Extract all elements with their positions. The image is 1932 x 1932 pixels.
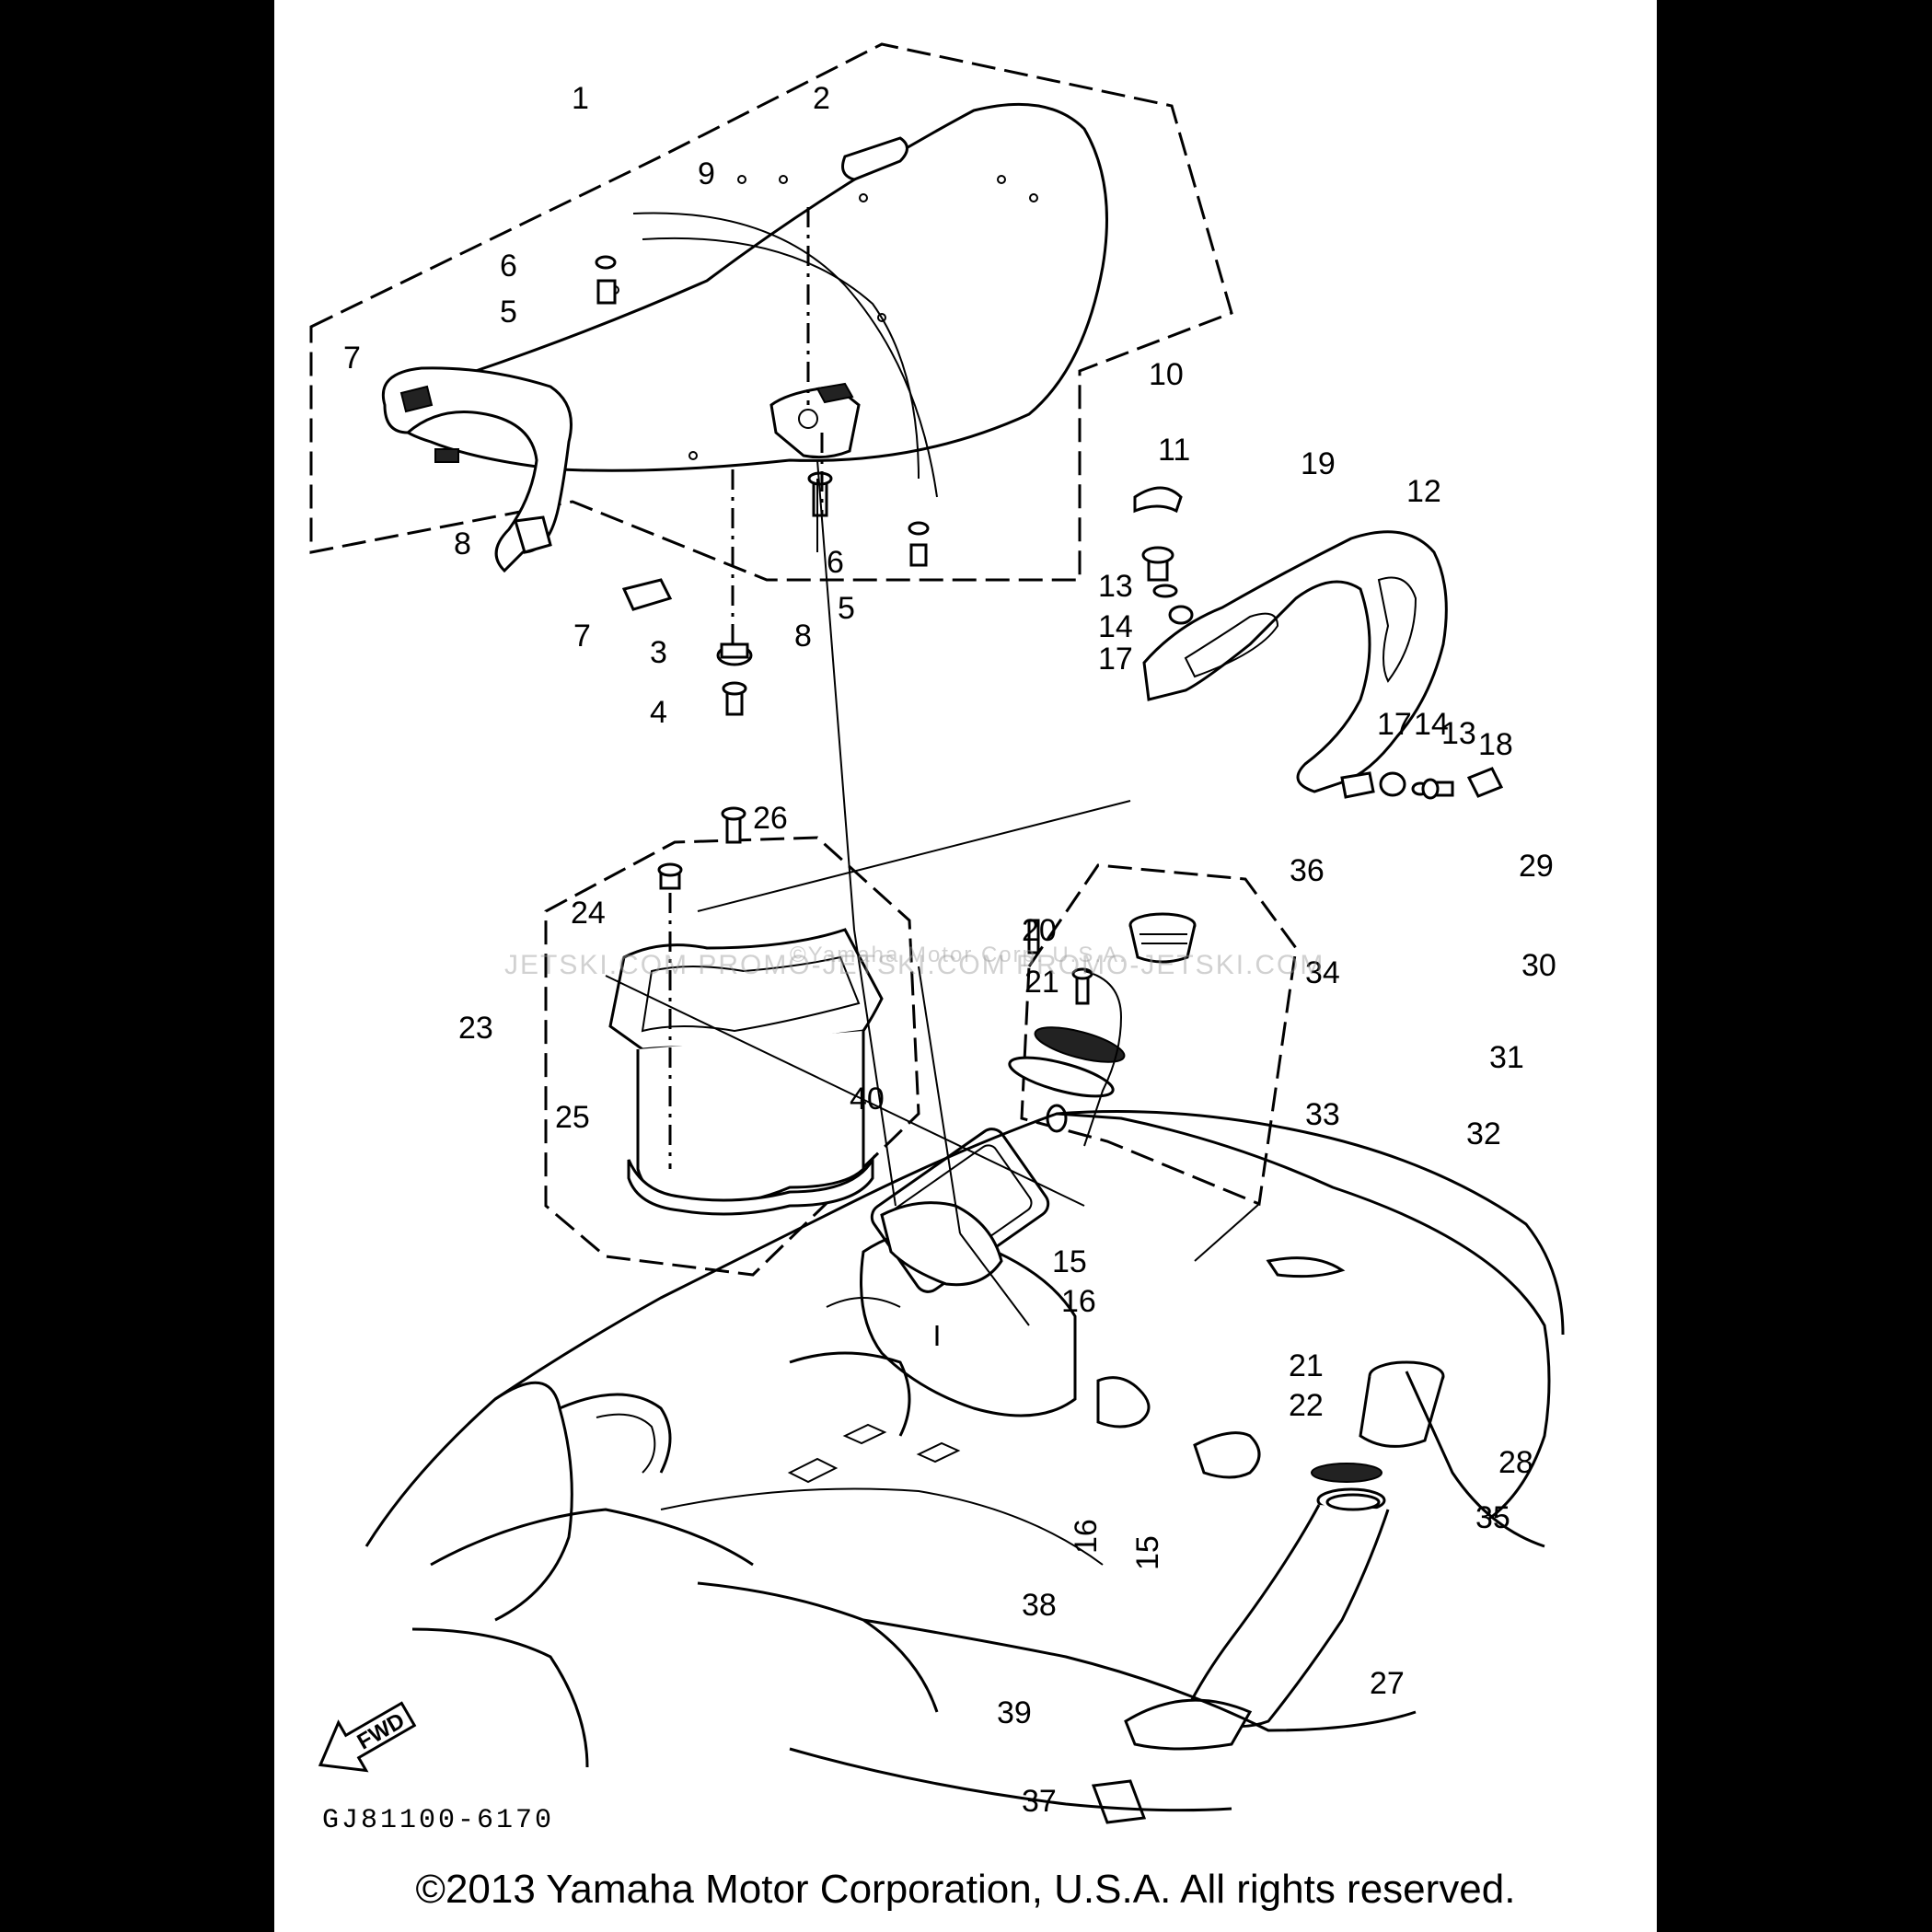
watermark-overlay-text: ©Yamaha Motor Corp. U.S.A. — [790, 943, 1128, 967]
diagram-part-code: GJ81100-6170 — [322, 1805, 554, 1836]
callout-17b: 17 — [1377, 707, 1412, 742]
callout-30: 30 — [1521, 948, 1556, 983]
callout-9: 9 — [698, 156, 715, 191]
callout-38: 38 — [1022, 1588, 1057, 1623]
callout-21b: 21 — [1289, 1348, 1324, 1383]
callout-19: 19 — [1301, 446, 1336, 481]
callout-35: 35 — [1475, 1500, 1510, 1535]
fuel-filler-cap — [1008, 912, 1197, 1147]
callout-14a: 14 — [1098, 609, 1133, 644]
callout-1: 1 — [572, 81, 589, 116]
seat-strap — [841, 136, 908, 181]
callout-20: 20 — [1022, 913, 1057, 948]
filler-cap-group-outline — [1020, 863, 1298, 1207]
assembly-leader-lines — [605, 207, 1260, 1353]
copyright-notice: ©2013 Yamaha Motor Corporation, U.S.A. A… — [415, 1867, 1516, 1912]
forward-direction-arrow: FWD — [318, 1701, 417, 1773]
storage-box-group-outline — [544, 836, 920, 1277]
callout-3: 3 — [650, 635, 667, 670]
callout-25: 25 — [555, 1100, 590, 1135]
callout-7a: 7 — [343, 341, 361, 376]
callout-23: 23 — [458, 1011, 493, 1046]
seat-and-grab-handle-exploded-diagram: 1 2 9 6 5 7 8 7 8 6 5 3 4 10 11 19 12 13… — [309, 42, 1565, 1836]
callout-7b: 7 — [573, 619, 591, 654]
callout-24: 24 — [571, 896, 606, 931]
seat-fasteners — [595, 255, 930, 716]
storage-box — [608, 806, 884, 1216]
callout-37: 37 — [1022, 1784, 1057, 1819]
callout-22: 22 — [1289, 1388, 1324, 1423]
callout-labels: 1 2 9 6 5 7 8 7 8 6 5 3 4 10 11 19 12 13… — [343, 81, 1556, 1819]
callout-15b: 15 — [1130, 1535, 1165, 1570]
callout-11: 11 — [1158, 433, 1190, 468]
callout-16a: 16 — [1061, 1284, 1096, 1319]
callout-18: 18 — [1478, 727, 1513, 762]
callout-15a: 15 — [1052, 1244, 1087, 1279]
seat-assembly-group-outline — [309, 42, 1233, 582]
callout-6a: 6 — [500, 249, 517, 283]
callout-28: 28 — [1498, 1445, 1533, 1480]
seat — [382, 102, 1108, 611]
callout-5a: 5 — [500, 295, 517, 330]
watermark-text: JETSKI.COM PROMO-JETSKI.COM PROMO-JETSKI… — [504, 950, 1325, 980]
rear-grab-handle — [1142, 530, 1448, 799]
callout-5b: 5 — [838, 591, 855, 626]
watercraft-deck — [364, 1110, 1565, 1812]
callout-13b: 13 — [1441, 716, 1476, 751]
callout-8a: 8 — [454, 526, 471, 561]
callout-12: 12 — [1406, 474, 1441, 509]
callout-29: 29 — [1519, 849, 1554, 884]
callout-21a: 21 — [1024, 965, 1059, 1000]
filler-neck-and-hose — [1091, 1360, 1445, 1824]
parts-diagram-page: 1 2 9 6 5 7 8 7 8 6 5 3 4 10 11 19 12 13… — [274, 0, 1657, 1932]
callout-8b: 8 — [794, 619, 812, 654]
callout-32: 32 — [1466, 1116, 1501, 1151]
callout-33: 33 — [1305, 1097, 1340, 1132]
callout-31: 31 — [1489, 1040, 1524, 1075]
callout-10: 10 — [1149, 357, 1184, 392]
callout-13a: 13 — [1098, 569, 1133, 604]
grab-handle-fasteners — [1133, 486, 1504, 800]
callout-26: 26 — [753, 801, 788, 836]
callout-4: 4 — [650, 695, 667, 730]
callout-34: 34 — [1305, 955, 1340, 990]
callout-14b: 14 — [1414, 707, 1449, 742]
callout-39: 39 — [997, 1695, 1032, 1730]
callout-40: 40 — [850, 1082, 885, 1116]
callout-36: 36 — [1290, 853, 1325, 888]
callout-2: 2 — [813, 81, 830, 116]
callout-17a: 17 — [1098, 642, 1133, 677]
callout-16b: 16 — [1069, 1519, 1104, 1554]
callout-27: 27 — [1370, 1666, 1405, 1701]
callout-6b: 6 — [827, 545, 844, 580]
